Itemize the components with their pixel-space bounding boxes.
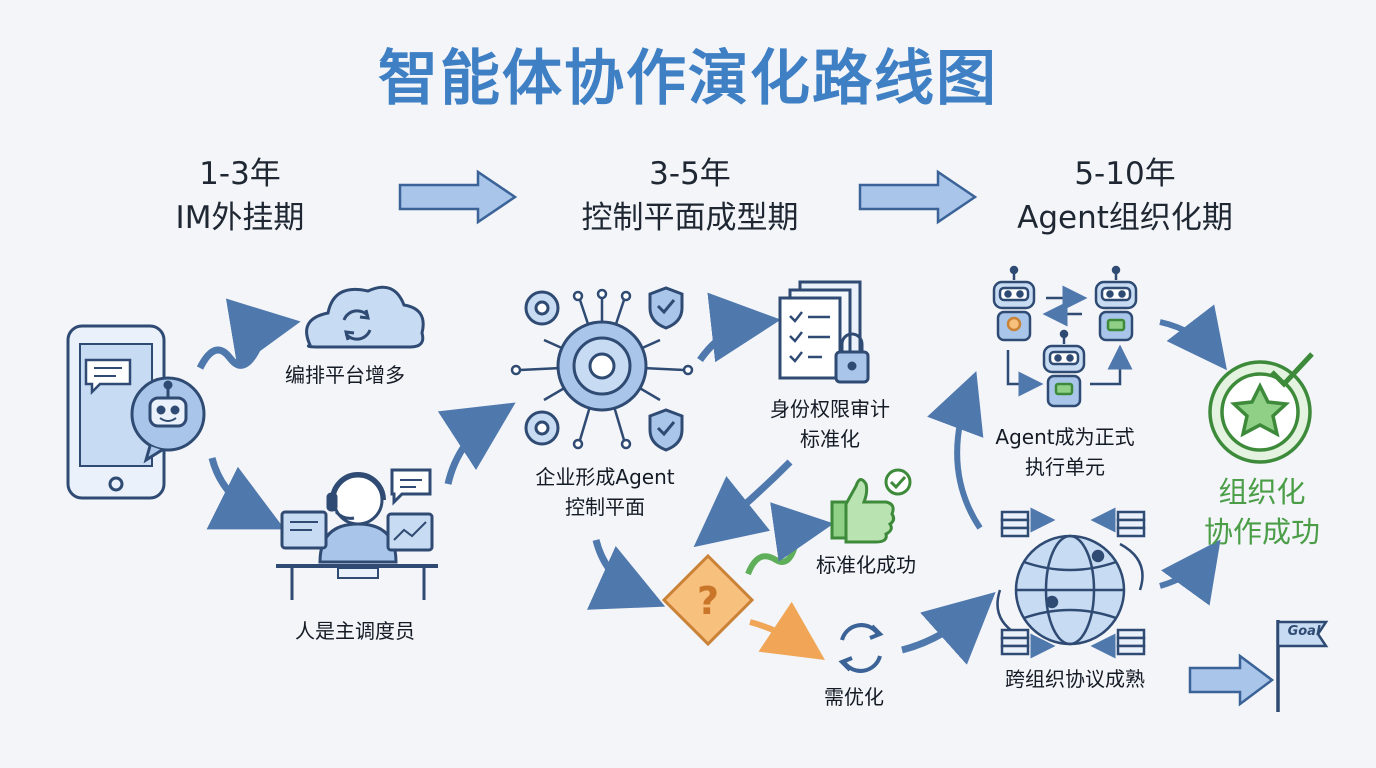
phase-arrow-2 xyxy=(858,169,978,225)
label-agent-exec-line2: 执行单元 xyxy=(1025,455,1105,479)
label-agent-exec: Agent成为正式 执行单元 xyxy=(970,422,1160,482)
phase-arrow-1 xyxy=(398,169,518,225)
phase-1: 1-3年 IM外挂期 xyxy=(130,152,350,240)
label-identity-audit-line1: 身份权限审计 xyxy=(770,397,890,421)
cloud-sync-icon xyxy=(305,285,425,349)
label-final-line2: 协作成功 xyxy=(1203,515,1320,549)
success-badge-icon xyxy=(1208,352,1314,464)
goal-flag-icon xyxy=(1276,620,1329,712)
arrow-to-platforms xyxy=(196,298,301,370)
phase-3-years: 5-10年 xyxy=(1074,156,1176,192)
control-plane-icon xyxy=(510,286,694,452)
arrow-to-dispatcher xyxy=(206,457,285,530)
page-title: 智能体协作演化路线图 xyxy=(378,44,998,114)
arrow-to-final xyxy=(1159,304,1227,371)
agent-robots-icon xyxy=(992,265,1138,408)
refresh-icon xyxy=(838,623,884,673)
phase-1-name: IM外挂期 xyxy=(175,200,305,236)
arrow-globe-to-final xyxy=(1159,539,1221,606)
label-std-success: 标准化成功 xyxy=(816,553,916,577)
phase-2-years: 3-5年 xyxy=(649,156,731,192)
label-final: 组织化 协作成功 xyxy=(1182,472,1342,552)
thumbs-up-icon xyxy=(830,468,912,544)
label-final-line1: 组织化 xyxy=(1218,475,1306,509)
globe-network-icon xyxy=(996,507,1146,659)
dispatcher-icon xyxy=(276,468,438,600)
arrow-control-to-question xyxy=(586,539,666,610)
arrow-up-to-agents xyxy=(927,371,984,530)
goal-flag-text: Goal xyxy=(1287,624,1321,639)
label-control-plane-line2: 控制平面 xyxy=(565,495,645,519)
arrow-to-identity xyxy=(697,292,781,363)
question-diamond-icon: ? xyxy=(661,553,755,647)
label-identity-audit-line2: 标准化 xyxy=(800,427,860,451)
phase-3: 5-10年 Agent组织化期 xyxy=(985,152,1265,240)
phase-2: 3-5年 控制平面成型期 xyxy=(540,152,840,240)
document-lock-icon xyxy=(778,280,870,384)
robot-chat-icon xyxy=(130,376,206,464)
label-platforms: 编排平台增多 xyxy=(285,363,405,387)
label-human-dispatcher: 人是主调度员 xyxy=(295,619,415,643)
arrow-to-control-plane xyxy=(437,402,516,485)
phase-2-name: 控制平面成型期 xyxy=(581,200,799,236)
arrow-to-globe xyxy=(901,592,996,665)
arrow-to-success xyxy=(745,502,834,576)
phase-1-years: 1-3年 xyxy=(199,156,281,192)
label-control-plane: 企业形成Agent 控制平面 xyxy=(510,462,700,522)
label-cross-org: 跨组织协议成熟 xyxy=(1005,667,1145,691)
goal-arrow xyxy=(1188,653,1275,707)
arrow-identity-to-question xyxy=(693,459,793,548)
label-control-plane-line1: 企业形成Agent xyxy=(535,465,675,489)
label-needs-opt: 需优化 xyxy=(824,685,884,709)
svg-text:?: ? xyxy=(697,579,719,623)
phase-3-name: Agent组织化期 xyxy=(1017,200,1233,236)
arrow-to-optimize xyxy=(749,601,825,660)
label-agent-exec-line1: Agent成为正式 xyxy=(995,425,1135,449)
label-identity-audit: 身份权限审计 标准化 xyxy=(740,394,920,454)
